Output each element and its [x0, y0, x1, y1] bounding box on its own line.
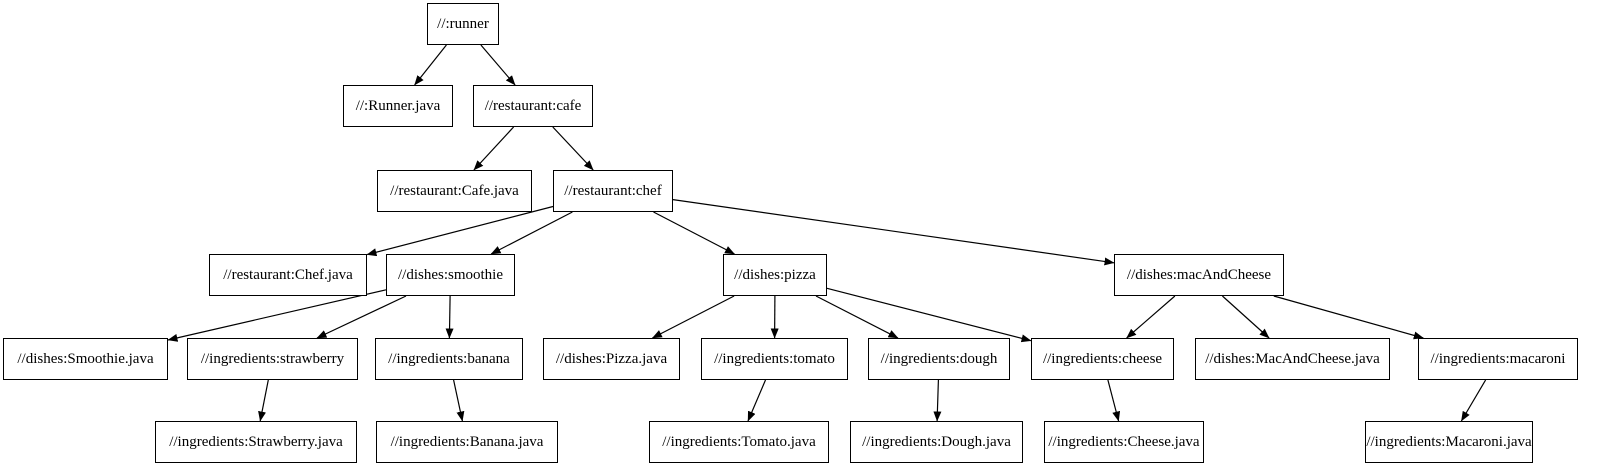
- edge-strawberry-strawberry_java: [258, 379, 269, 422]
- node-tomato-java: //ingredients:Tomato.java: [649, 421, 829, 463]
- node-pizza: //dishes:pizza: [723, 254, 827, 296]
- edge-chef-smoothie: [490, 211, 573, 255]
- node-runner-java: //:Runner.java: [343, 85, 453, 127]
- node-cafe: //restaurant:cafe: [473, 85, 593, 127]
- node-banana-java: //ingredients:Banana.java: [376, 421, 558, 463]
- edge-cafe-chef: [552, 126, 594, 171]
- node-smoothie: //dishes:smoothie: [386, 254, 515, 296]
- node-macaroni-java: //ingredients:Macaroni.java: [1365, 421, 1533, 463]
- edge-cafe-cafe_java: [473, 126, 515, 171]
- node-strawberry-java: //ingredients:Strawberry.java: [155, 421, 357, 463]
- node-tomato: //ingredients:tomato: [701, 338, 848, 380]
- node-chef-java: //restaurant:Chef.java: [209, 254, 367, 296]
- edge-mac_and_cheese-macaroni: [1273, 295, 1424, 340]
- node-dough-java: //ingredients:Dough.java: [850, 421, 1023, 463]
- edge-runner-cafe: [480, 44, 516, 86]
- node-cafe-java: //restaurant:Cafe.java: [377, 170, 532, 212]
- edge-smoothie-smoothie_java: [167, 289, 387, 342]
- node-mac-and-cheese: //dishes:macAndCheese: [1114, 254, 1284, 296]
- node-strawberry: //ingredients:strawberry: [187, 338, 358, 380]
- edge-mac_and_cheese-cheese: [1126, 295, 1176, 339]
- edge-smoothie-banana: [445, 295, 454, 339]
- node-mac-and-cheese-java: //dishes:MacAndCheese.java: [1195, 338, 1390, 380]
- node-banana: //ingredients:banana: [375, 338, 523, 380]
- edge-chef-chef_java: [366, 205, 554, 257]
- edge-dough-dough_java: [933, 379, 942, 422]
- edge-macaroni-macaroni_java: [1460, 379, 1487, 422]
- node-pizza-java: //dishes:Pizza.java: [543, 338, 680, 380]
- node-cheese-java: //ingredients:Cheese.java: [1044, 421, 1204, 463]
- node-cheese: //ingredients:cheese: [1031, 338, 1174, 380]
- edge-pizza-pizza_java: [651, 295, 735, 339]
- node-macaroni: //ingredients:macaroni: [1418, 338, 1578, 380]
- edge-smoothie-strawberry: [316, 295, 407, 339]
- node-smoothie-java: //dishes:Smoothie.java: [3, 338, 168, 380]
- edge-runner-runner_java: [414, 44, 447, 86]
- edge-tomato-tomato_java: [747, 379, 767, 422]
- edge-mac_and_cheese-mac_and_cheese_java: [1221, 295, 1270, 339]
- node-dough: //ingredients:dough: [868, 338, 1010, 380]
- edge-chef-pizza: [653, 211, 735, 255]
- edge-pizza-cheese: [826, 287, 1032, 343]
- edge-banana-banana_java: [453, 379, 465, 422]
- edge-pizza-dough: [815, 295, 899, 339]
- node-chef: //restaurant:chef: [553, 170, 673, 212]
- node-runner: //:runner: [427, 3, 499, 45]
- edge-cheese-cheese_java: [1107, 379, 1121, 422]
